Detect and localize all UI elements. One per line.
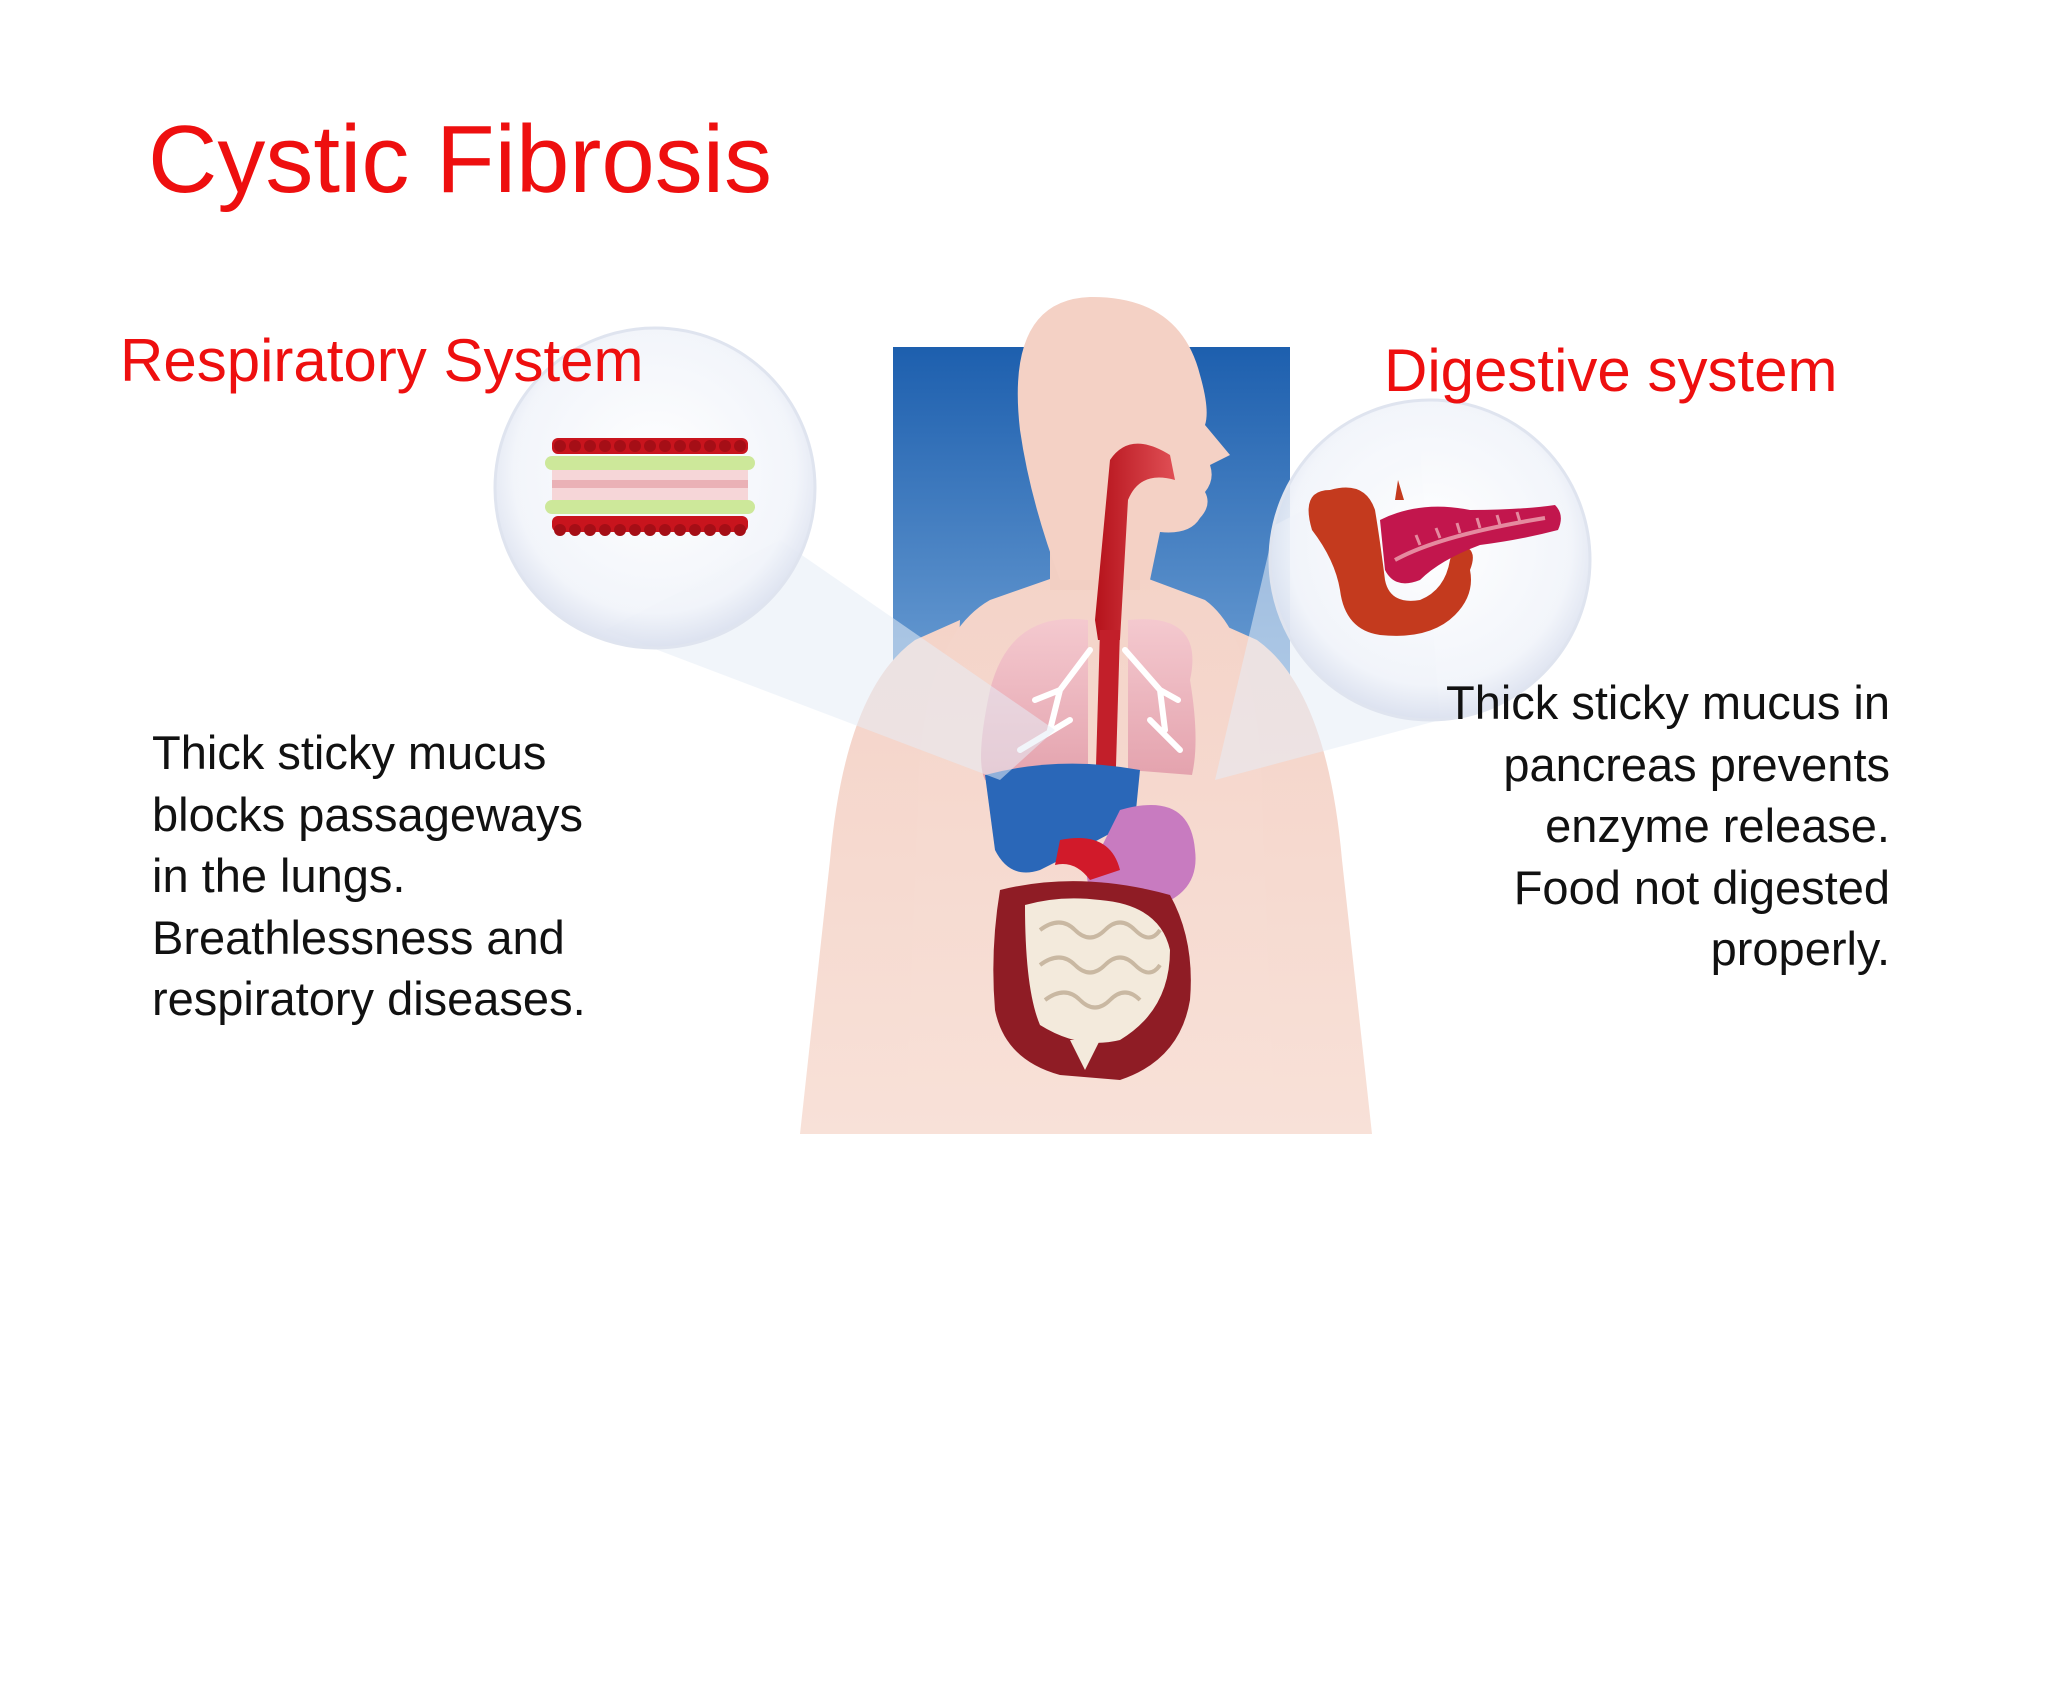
pancreas-icon (1268, 398, 1592, 722)
slide-title: Cystic Fibrosis (148, 106, 773, 213)
digestive-line: enzyme release. (1545, 799, 1890, 852)
digestive-line: Thick sticky mucus in (1446, 676, 1890, 729)
intestines-icon (993, 881, 1191, 1080)
digestive-line: pancreas prevents (1503, 737, 1890, 791)
respiratory-line: Thick sticky mucus (152, 726, 547, 779)
digestive-line: properly. (1710, 922, 1890, 975)
digestive-description: Thick sticky mucus in pancreas prevents … (1340, 672, 1890, 980)
digestive-line: Food not digested (1513, 860, 1890, 914)
respiratory-description: Thick sticky mucus blocks passageways in… (152, 722, 712, 1030)
respiratory-line: respiratory diseases. (152, 972, 586, 1025)
liver-icon (985, 763, 1140, 873)
airway-mucus-icon (493, 326, 817, 650)
respiratory-heading: Respiratory System (120, 327, 644, 394)
digestive-heading: Digestive system (1384, 337, 1838, 404)
trachea-icon (1095, 443, 1175, 800)
respiratory-line: Breathlessness and (152, 910, 565, 964)
stomach-icon (1055, 805, 1196, 908)
respiratory-line: blocks passageways (152, 787, 584, 841)
respiratory-line: in the lungs. (152, 849, 406, 902)
